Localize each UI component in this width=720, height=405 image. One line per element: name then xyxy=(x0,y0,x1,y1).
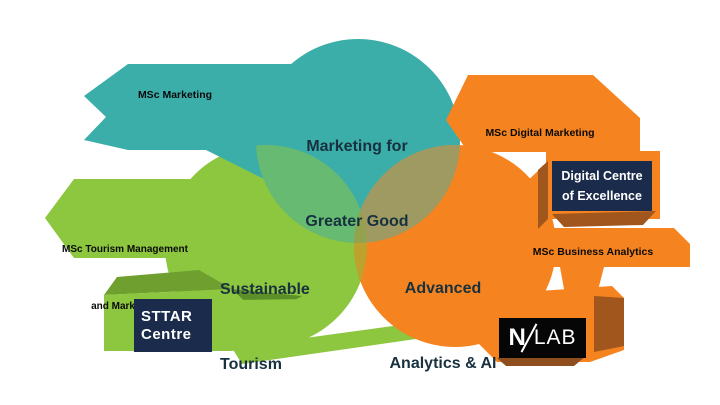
green-base-band xyxy=(232,321,430,364)
tourism-circle-label-line1: Sustainable xyxy=(220,281,310,298)
nlab-logo-lab: LAB xyxy=(533,326,577,349)
sttar-label-line1: STTAR xyxy=(141,308,193,325)
marketing-circle-label: Marketing for Greater Good xyxy=(277,84,437,284)
overlap-marketing-tourism xyxy=(256,145,367,243)
analytics-circle-label-line2: Analytics & AI xyxy=(389,355,497,372)
msc-marketing-label: MSc Marketing xyxy=(137,89,213,101)
sttar-centre-box: STTAR Centre xyxy=(134,299,212,352)
marketing-circle-label-line1: Marketing for xyxy=(306,138,408,155)
sttar-platform-top xyxy=(104,270,232,295)
dcoe-label-line1: Digital Centre xyxy=(561,169,643,183)
sttar-label-line2: Centre xyxy=(141,326,192,343)
overlap-marketing-analytics xyxy=(354,145,460,243)
msc-tourism-label-line1: MSc Tourism Management xyxy=(62,244,188,255)
sttar-platform-side xyxy=(232,299,308,351)
nlab-right-facet xyxy=(594,296,624,352)
nlab-bottom-facet xyxy=(497,356,586,366)
marketing-circle-label-line2: Greater Good xyxy=(305,213,409,230)
dcoe-left-facet xyxy=(538,161,548,229)
digital-centre-of-excellence-box: Digital Centre of Excellence xyxy=(552,161,652,211)
tourism-circle-label-line2: Tourism xyxy=(220,356,282,373)
analytics-circle-label: Advanced Analytics & AI xyxy=(363,226,523,405)
dcoe-left-wedge xyxy=(512,163,546,228)
nlab-logo-n: N xyxy=(508,324,526,351)
nlab-logo-box: N LAB xyxy=(499,318,586,358)
msc-digital-marketing-ribbon xyxy=(446,75,640,152)
dcoe-label-line2: of Excellence xyxy=(562,189,642,203)
tourism-circle-label: Sustainable Tourism xyxy=(220,227,310,405)
dcoe-bottom-facet xyxy=(552,211,656,227)
msc-digital-marketing-label: MSc Digital Marketing xyxy=(485,127,595,139)
msc-business-analytics-label: MSc Business Analytics xyxy=(532,246,654,258)
analytics-circle-label-line1: Advanced xyxy=(404,280,482,297)
